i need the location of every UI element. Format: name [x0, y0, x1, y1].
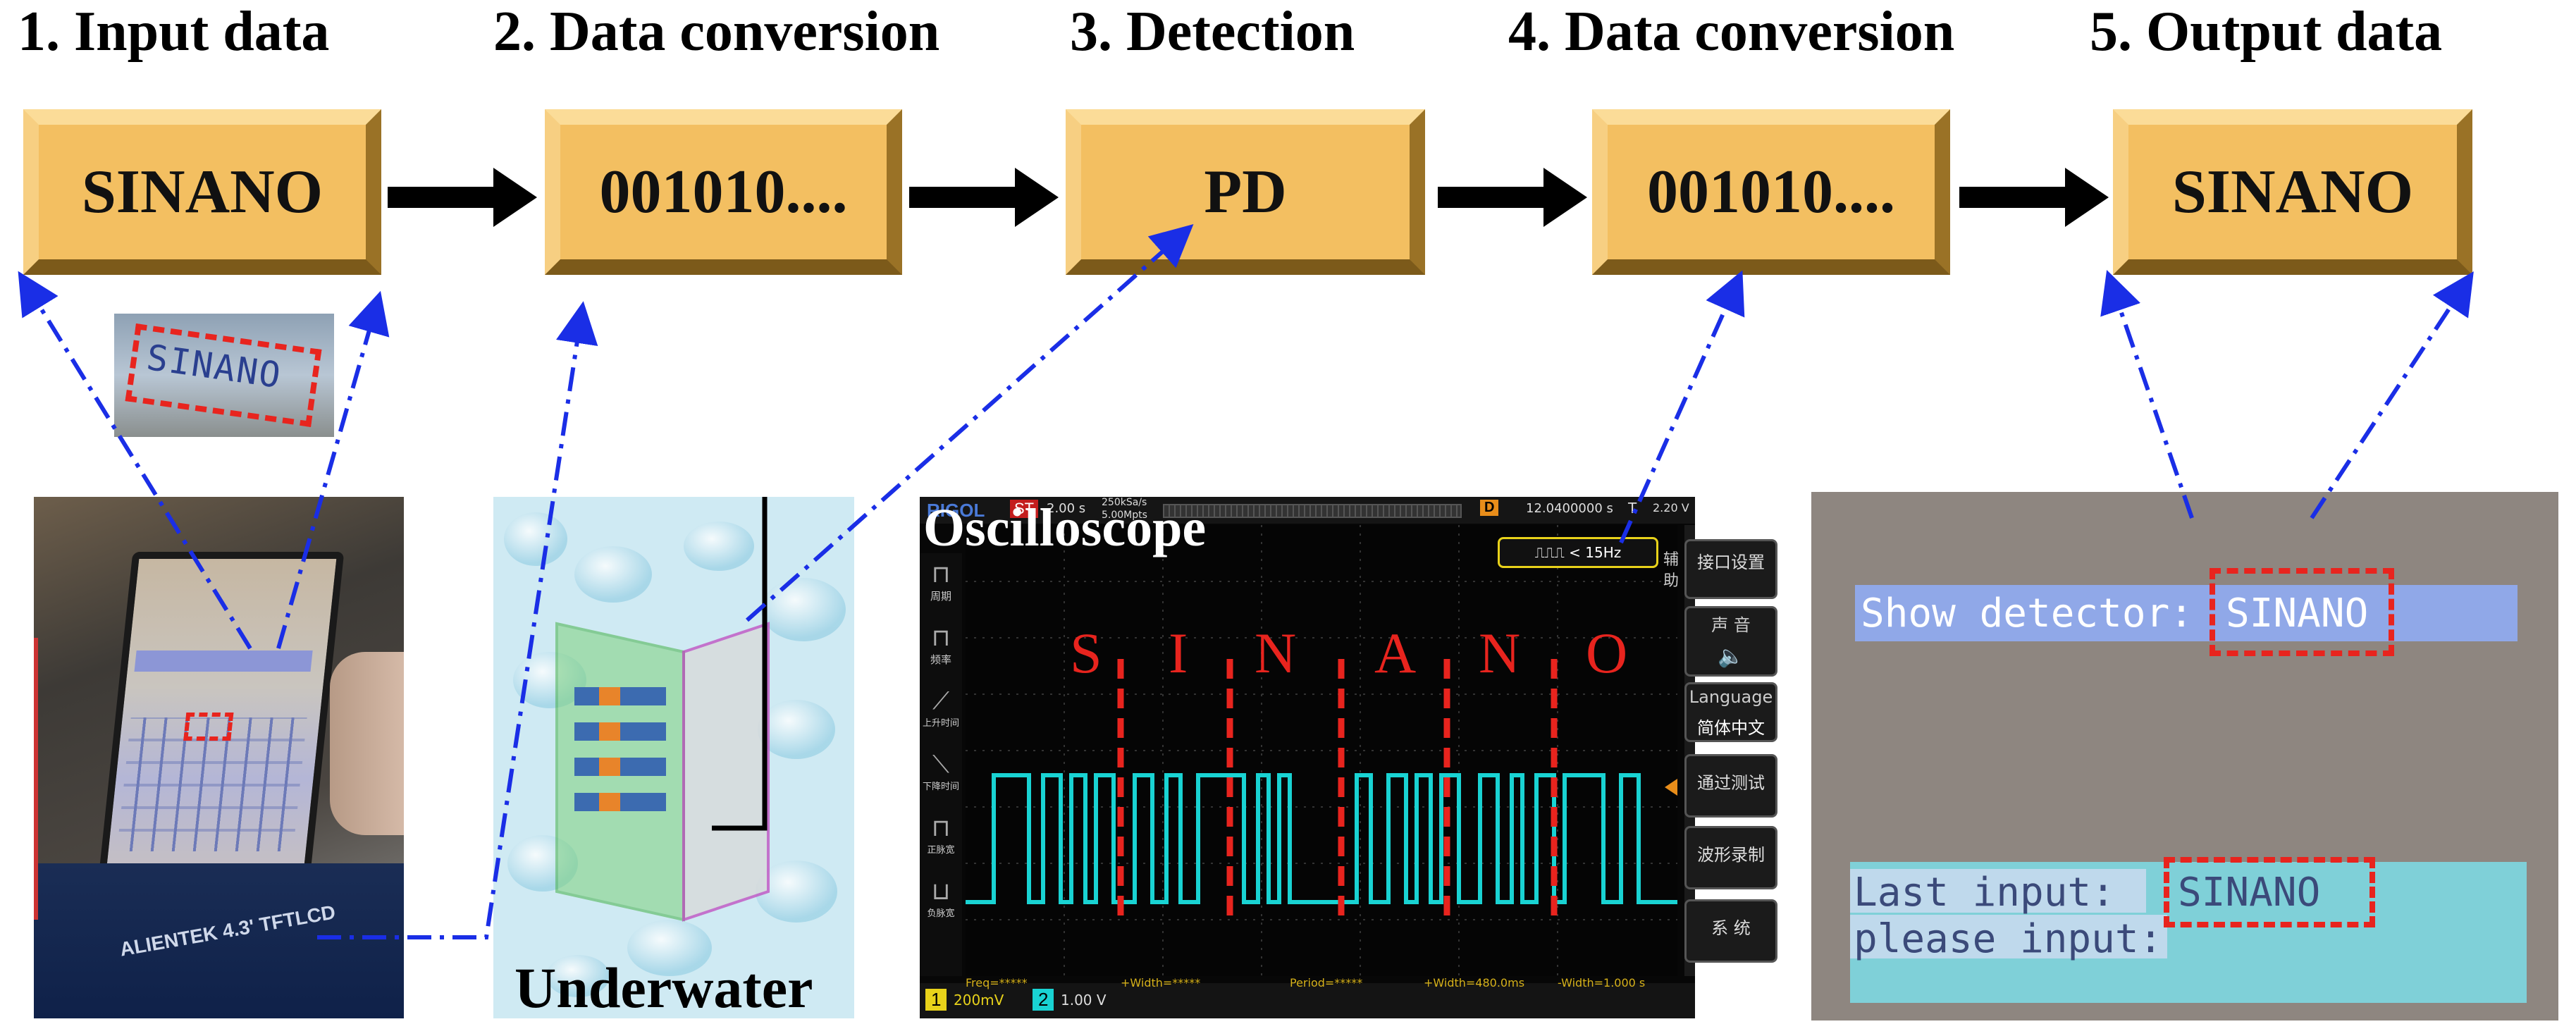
- display-line2-bar: [1850, 869, 2146, 913]
- osc-memory-bar: [1163, 504, 1462, 518]
- ch2-scale: 1.00 V: [1061, 992, 1107, 1009]
- osc-language-button[interactable]: Language 简体中文: [1684, 682, 1777, 742]
- process-block-decode: 001010....: [1592, 109, 1950, 275]
- osc-menu-fall-time[interactable]: ⟍下降时间: [923, 751, 960, 792]
- osc-interface-button[interactable]: 接口设置: [1684, 539, 1777, 599]
- osc-timebase: 2.00 s: [1047, 501, 1086, 516]
- underwater-device-image: [493, 497, 854, 1018]
- process-block-output: SINANO: [2113, 109, 2472, 275]
- ch2-number[interactable]: 2: [1033, 989, 1054, 1011]
- flow-arrow-4: [1959, 168, 2109, 227]
- display-line3-label: please input:: [1854, 916, 2163, 962]
- osc-letter-s: S: [1070, 621, 1102, 685]
- osc-freq-badge: ⎍⎍⎍ < 15Hz: [1498, 537, 1658, 568]
- measure-pos-width-1: +Width=*****: [1121, 976, 1201, 989]
- finger: [330, 652, 404, 835]
- osc-letter-dividers: [1117, 659, 1558, 920]
- touchscreen-board: ALIENTEK 4.3' TFTLCD: [34, 863, 404, 1018]
- osc-record-button[interactable]: 波形录制: [1684, 826, 1777, 889]
- wire: [34, 638, 38, 920]
- osc-menu-pos-width[interactable]: ⊓正脉宽: [927, 814, 955, 856]
- process-block-encode: 001010....: [545, 109, 902, 275]
- flow-arrow-2: [909, 168, 1059, 227]
- pulse-icon: ⎍⎍⎍: [1534, 544, 1565, 561]
- connector-crop-to-input-left: [18, 271, 252, 650]
- osc-top-bar: RIGOL ST 2.00 s 250kSa/s 5.00Mpts D 12.0…: [920, 497, 1695, 524]
- osc-menu-rise-time[interactable]: ⟋上升时间: [923, 687, 960, 729]
- step-title-2: 2. Data conversion: [493, 1, 940, 63]
- display-line3-bar: [1850, 915, 2167, 958]
- display-line2-value: SINANO: [2178, 870, 2321, 915]
- osc-trace: [966, 773, 1677, 904]
- measure-freq: Freq=*****: [966, 976, 1028, 989]
- display-line1-label: Show detector:: [1861, 591, 2194, 636]
- connector-display-to-output-left: [2100, 269, 2194, 519]
- measure-neg-width: -Width=1.000 s: [1558, 976, 1646, 989]
- display-line1-value: SINANO: [2226, 591, 2369, 636]
- step-title-1: 1. Input data: [18, 1, 330, 63]
- osc-letter-o: O: [1586, 621, 1628, 685]
- osc-passfail-button[interactable]: 通过测试: [1684, 754, 1777, 818]
- process-block-detection: PD: [1066, 109, 1425, 275]
- osc-mem-depth: 5.00Mpts: [1102, 510, 1147, 521]
- display-line2-highlight: [2164, 857, 2375, 927]
- osc-system-button[interactable]: 系 统: [1684, 899, 1777, 963]
- osc-run-state: ST: [1010, 500, 1039, 518]
- oscilloscope-screen: RIGOL ST 2.00 s 250kSa/s 5.00Mpts D 12.0…: [920, 497, 1695, 1018]
- osc-trigger-level: 2.20 V: [1653, 501, 1689, 514]
- osc-waveform: [966, 525, 1677, 976]
- step-title-3: 3. Detection: [1070, 1, 1355, 63]
- ch1-scale: 200mV: [954, 992, 1004, 1009]
- connector-scope-to-decode: [1619, 270, 1745, 544]
- osc-menu-neg-width[interactable]: ⊔负脉宽: [927, 877, 955, 919]
- process-block-input: SINANO: [23, 109, 381, 275]
- step-title-4: 4. Data conversion: [1508, 1, 1955, 63]
- connector-device-to-detection: [746, 224, 1194, 622]
- ch1-number[interactable]: 1: [925, 989, 947, 1011]
- osc-delay: 12.0400000 s: [1526, 501, 1613, 516]
- osc-letter-a: A: [1374, 621, 1417, 685]
- oscilloscope-label: Oscilloscope: [923, 498, 1207, 557]
- osc-sound-button[interactable]: 声 音 🔈: [1684, 606, 1777, 677]
- output-display-photo: Show detector: SINANO Last input: SINANO…: [1811, 492, 2558, 1020]
- display-line1-bar: [1855, 585, 2518, 641]
- flow-arrow-1: [388, 168, 537, 227]
- underwater-device-drawing: [493, 497, 854, 1018]
- connector-crop-to-input-right: [276, 290, 390, 649]
- speaker-mute-icon: 🔈: [1718, 644, 1744, 669]
- osc-brand: RIGOL: [927, 500, 985, 521]
- osc-letter-n2: N: [1479, 621, 1521, 685]
- zoomed-input-crop: SINANO: [114, 314, 334, 437]
- osc-sample-rate: 250kSa/s: [1102, 497, 1147, 508]
- osc-letter-i: I: [1169, 621, 1188, 685]
- osc-menu-frequency[interactable]: ⊓频率: [930, 624, 951, 666]
- flow-arrow-3: [1438, 168, 1587, 227]
- measure-pos-width-2: +Width=480.0ms: [1424, 976, 1525, 989]
- display-line1-highlight: [2210, 568, 2394, 656]
- osc-aux-label: 辅助: [1663, 551, 1680, 590]
- underwater-label: Underwater: [514, 956, 813, 1020]
- step-title-5: 5. Output data: [2090, 1, 2443, 63]
- osc-freq-text: < 15Hz: [1569, 544, 1622, 561]
- osc-left-menu: ⊓周期 ⊓频率 ⟋上升时间 ⟍下降时间 ⊓正脉宽 ⊔负脉宽: [920, 553, 962, 976]
- osc-delay-marker: D: [1480, 500, 1499, 516]
- measure-period: Period=*****: [1290, 976, 1363, 989]
- connector-board-to-encode: [317, 301, 598, 939]
- osc-measure-row: Freq=***** +Width=***** Period=***** +Wi…: [966, 976, 1677, 989]
- connector-display-to-output-right: [2310, 271, 2474, 519]
- osc-statusbar: 1 200mV 2 1.00 V: [920, 983, 1695, 1018]
- osc-menu-period[interactable]: ⊓周期: [930, 560, 951, 603]
- display-line2-label: Last input:: [1854, 870, 2115, 915]
- osc-trigger-arrow: [1665, 779, 1677, 796]
- osc-letter-n: N: [1255, 621, 1297, 685]
- touchscreen-photo: ALIENTEK 4.3' TFTLCD: [34, 497, 404, 1018]
